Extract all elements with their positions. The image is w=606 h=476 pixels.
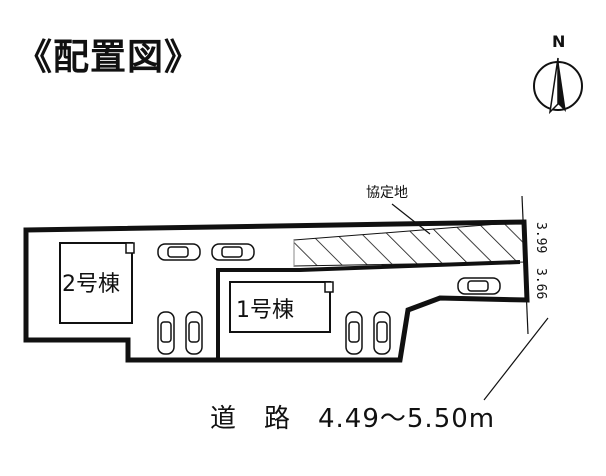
- car-icon: [373, 311, 391, 355]
- car-icon: [157, 243, 201, 261]
- building-1: [229, 281, 331, 333]
- page-title: 《配置図》: [16, 37, 202, 78]
- agreement-leader: [391, 203, 431, 235]
- north-arrow: N: [530, 32, 590, 122]
- car-icon: [211, 243, 255, 261]
- north-label: N: [552, 32, 566, 51]
- agreement-label: 協定地: [366, 185, 408, 201]
- dimension-label-1: 3.99: [533, 222, 548, 254]
- building-1-label: 1号棟: [236, 298, 294, 323]
- building-2-label: 2号棟: [62, 272, 120, 297]
- dimension-label-2: 3.66: [533, 268, 548, 300]
- road-label: 道 路 4.49～5.50m: [210, 404, 496, 434]
- compass-icon: [533, 57, 583, 115]
- road-leader: [483, 317, 549, 401]
- agreement-area: [293, 221, 527, 267]
- car-icon: [157, 311, 175, 355]
- dimension-line: [521, 195, 529, 335]
- lot-division: [216, 260, 521, 360]
- building-2: [59, 242, 133, 324]
- car-icon: [185, 311, 203, 355]
- car-icon: [457, 277, 501, 295]
- car-icon: [345, 311, 363, 355]
